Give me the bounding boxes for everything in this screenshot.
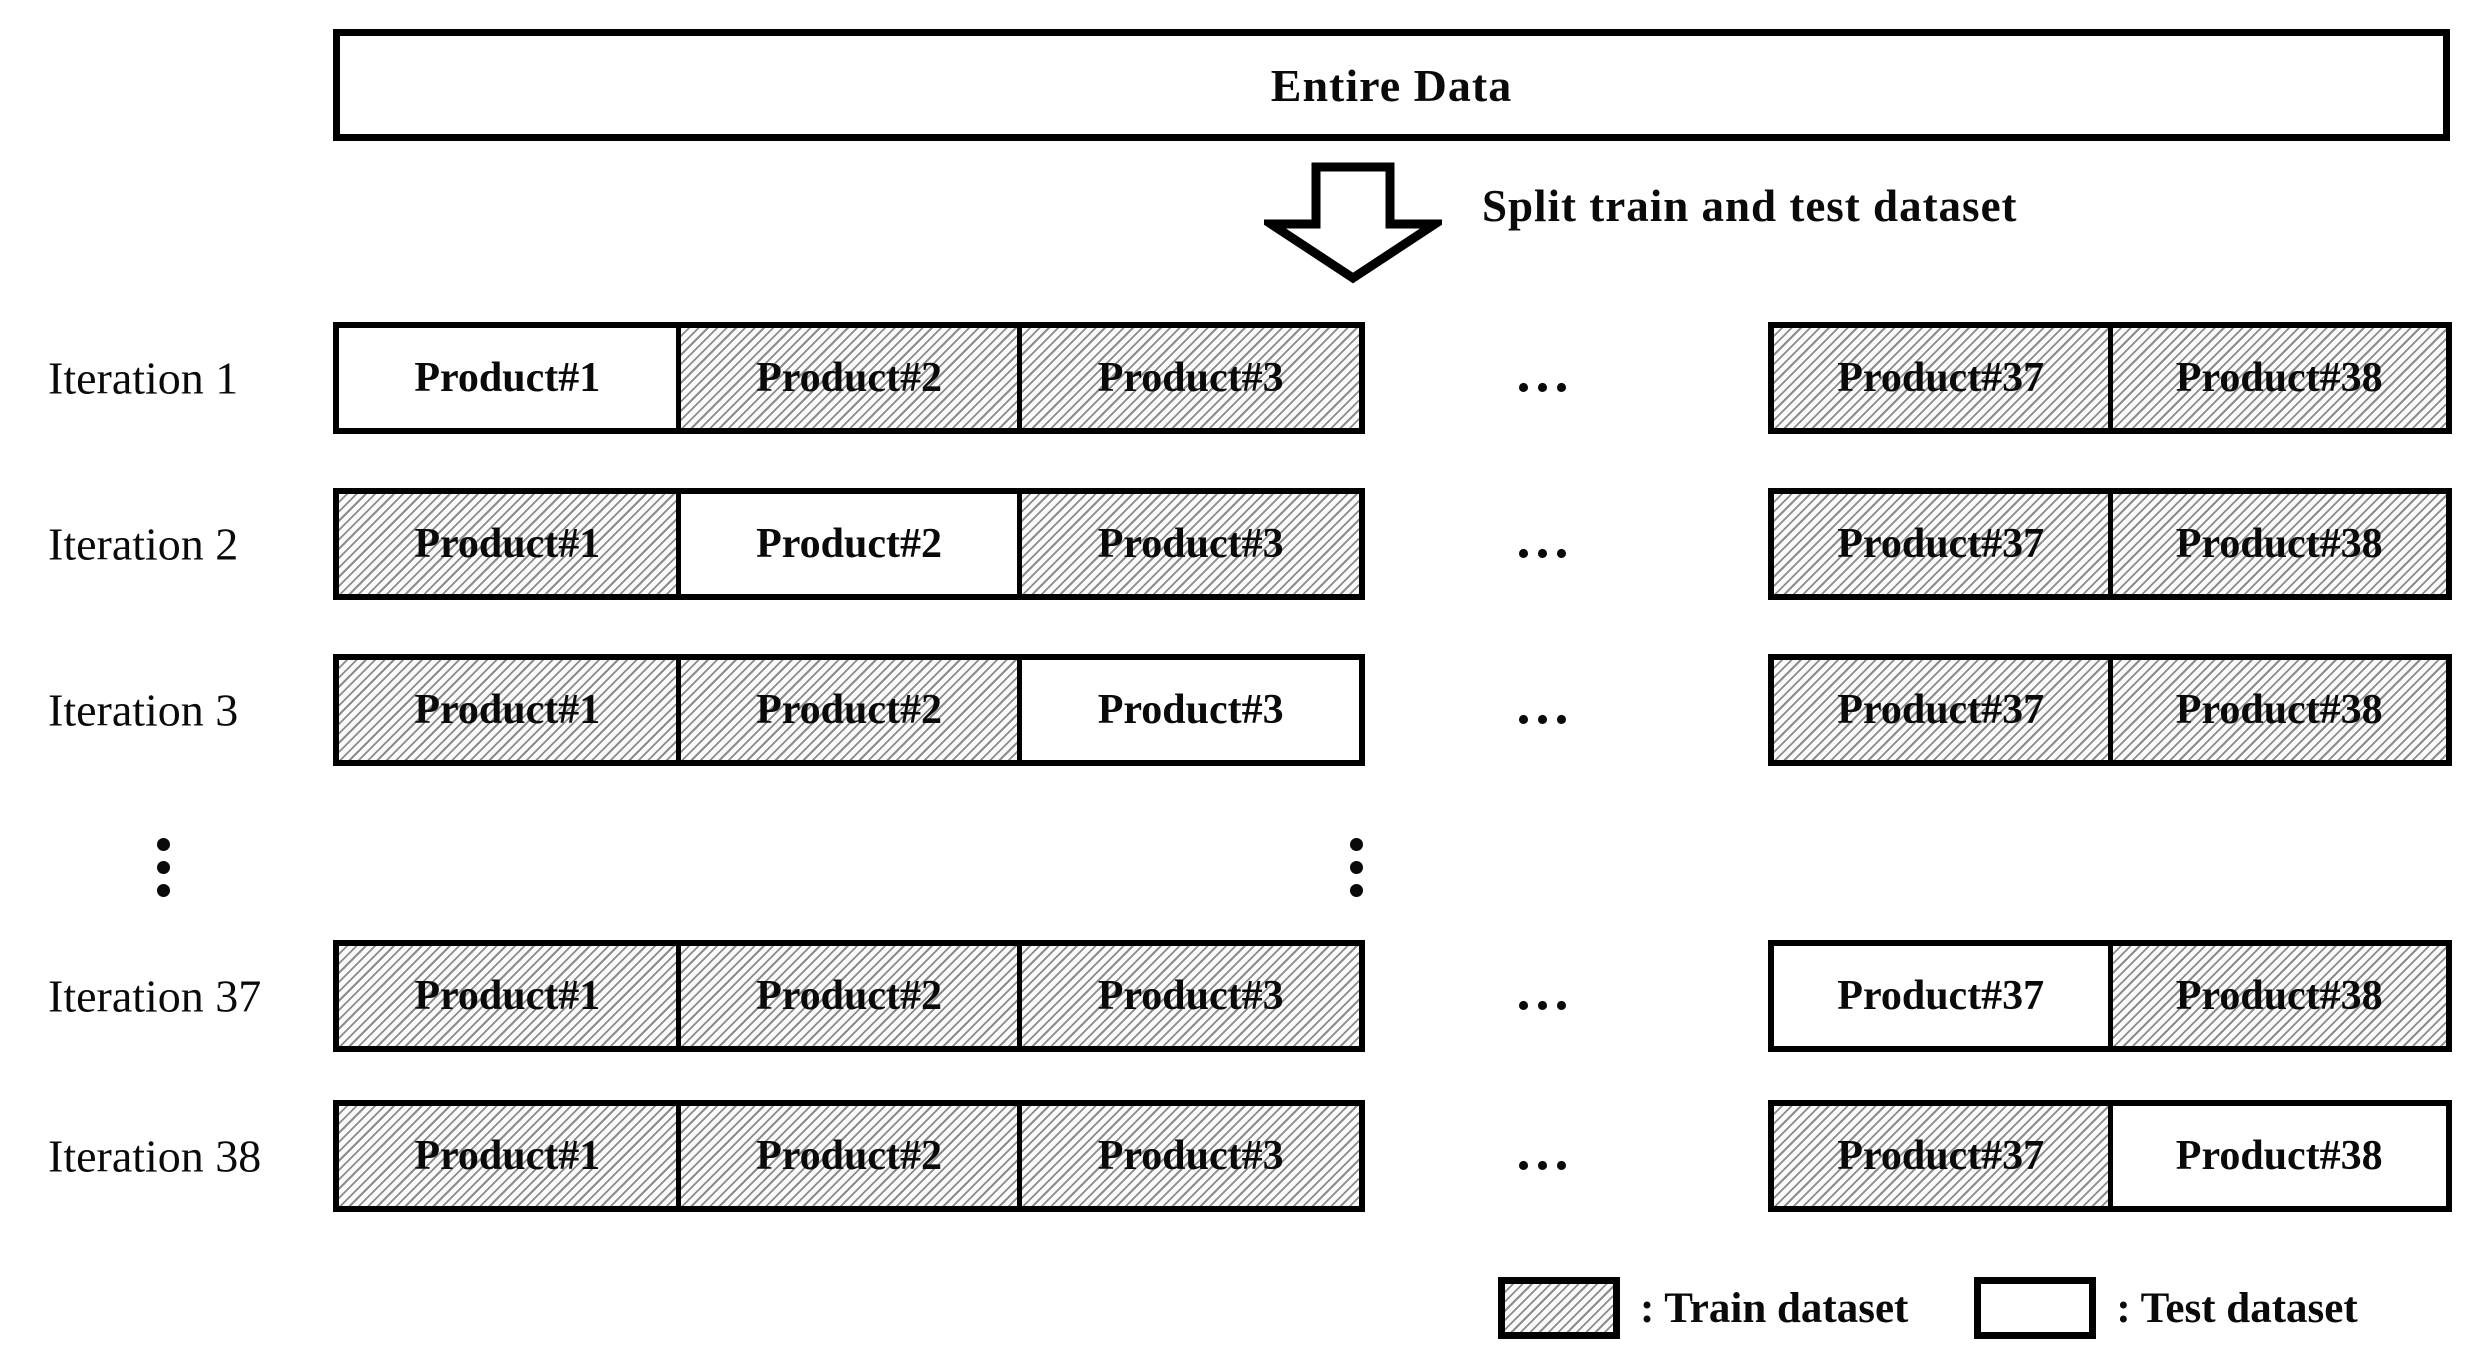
legend-train-label: : Train dataset: [1640, 1284, 1909, 1332]
product-cell: Product#1: [339, 1106, 676, 1206]
iteration-row-1: Iteration 1 Product#1 Product#2 Product#…: [0, 322, 2486, 434]
product-group-right: Product#37 Product#38: [1768, 1100, 2452, 1212]
product-cell: Product#38: [2112, 328, 2446, 428]
product-cell: Product#37: [1774, 328, 2108, 428]
product-cell: Product#1: [339, 494, 676, 594]
iteration-label: Iteration 3: [48, 684, 239, 736]
horizontal-ellipsis: ...: [1516, 673, 1574, 736]
iteration-label: Iteration 38: [48, 1130, 262, 1182]
horizontal-ellipsis: ...: [1516, 507, 1574, 570]
product-cell: Product#38: [2112, 660, 2446, 760]
product-cell: Product#3: [1022, 946, 1360, 1046]
legend-test-label: : Test dataset: [2116, 1284, 2358, 1332]
iteration-row-38: Iteration 38 Product#1 Product#2 Product…: [0, 1100, 2486, 1212]
train-swatch-icon: [1498, 1277, 1620, 1339]
iteration-label: Iteration 2: [48, 518, 239, 570]
product-cell: Product#1: [339, 328, 676, 428]
product-group-left: Product#1 Product#2 Product#3: [333, 940, 1365, 1052]
product-cell: Product#3: [1022, 494, 1360, 594]
product-cell: Product#37: [1774, 660, 2108, 760]
product-group-right: Product#37 Product#38: [1768, 940, 2452, 1052]
iteration-label: Iteration 37: [48, 970, 262, 1022]
product-group-right: Product#37 Product#38: [1768, 488, 2452, 600]
test-swatch-icon: [1974, 1277, 2097, 1339]
product-cell: Product#2: [680, 494, 1018, 594]
horizontal-ellipsis: ...: [1516, 959, 1574, 1022]
product-cell: Product#2: [680, 328, 1018, 428]
product-group-left: Product#1 Product#2 Product#3: [333, 488, 1365, 600]
split-caption: Split train and test dataset: [1482, 181, 2018, 231]
product-group-left: Product#1 Product#2 Product#3: [333, 654, 1365, 766]
entire-data-box: Entire Data: [333, 29, 2450, 141]
product-group-left: Product#1 Product#2 Product#3: [333, 322, 1365, 434]
product-cell: Product#2: [680, 946, 1018, 1046]
product-cell: Product#3: [1022, 660, 1360, 760]
down-arrow-icon: [1255, 162, 1451, 284]
product-cell: Product#1: [339, 946, 676, 1046]
product-cell: Product#37: [1774, 1106, 2108, 1206]
product-cell: Product#2: [680, 1106, 1018, 1206]
product-cell: Product#1: [339, 660, 676, 760]
product-cell: Product#37: [1774, 494, 2108, 594]
legend: : Train dataset : Test dataset: [1498, 1276, 2358, 1340]
vertical-ellipsis-icon: [156, 838, 170, 907]
iteration-label: Iteration 1: [48, 352, 239, 404]
product-group-right: Product#37 Product#38: [1768, 654, 2452, 766]
product-cell: Product#38: [2112, 946, 2446, 1046]
vertical-ellipsis-icon: [1349, 838, 1363, 907]
iteration-row-2: Iteration 2 Product#1 Product#2 Product#…: [0, 488, 2486, 600]
product-cell: Product#2: [680, 660, 1018, 760]
iteration-row-3: Iteration 3 Product#1 Product#2 Product#…: [0, 654, 2486, 766]
product-cell: Product#3: [1022, 1106, 1360, 1206]
product-cell: Product#38: [2112, 1106, 2446, 1206]
product-cell: Product#38: [2112, 494, 2446, 594]
product-cell: Product#37: [1774, 946, 2108, 1046]
iteration-row-37: Iteration 37 Product#1 Product#2 Product…: [0, 940, 2486, 1052]
horizontal-ellipsis: ...: [1516, 1119, 1574, 1182]
product-cell: Product#3: [1022, 328, 1360, 428]
product-group-right: Product#37 Product#38: [1768, 322, 2452, 434]
product-group-left: Product#1 Product#2 Product#3: [333, 1100, 1365, 1212]
horizontal-ellipsis: ...: [1516, 341, 1574, 404]
